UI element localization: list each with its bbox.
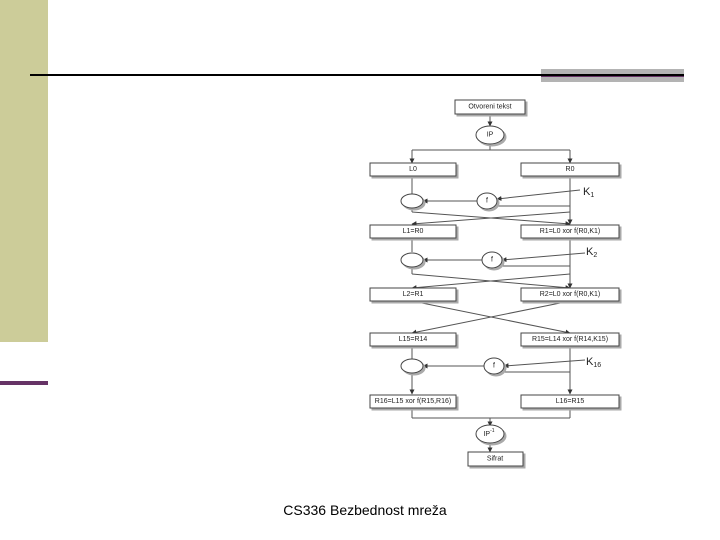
l0-label: L0: [409, 166, 417, 173]
key-2-label: K2: [586, 246, 597, 259]
l0-box: [369, 162, 457, 177]
l16-label: L16=R15: [556, 398, 585, 405]
f-node-16: [483, 357, 505, 375]
f-label-2: f: [491, 257, 493, 264]
ip-node: [475, 125, 505, 145]
r15-label: R15=L14 xor f(R14,K15): [532, 336, 608, 343]
l2-box: [369, 287, 457, 302]
key-16-label: K16: [586, 356, 601, 369]
r2-box: [520, 287, 620, 302]
r0-box: [520, 162, 620, 177]
f-label-16: f: [493, 363, 495, 370]
r0-label: R0: [566, 166, 575, 173]
xor-node-2: [400, 252, 424, 268]
xor-node-1: [400, 193, 424, 209]
des-flowchart: Otvoreni tekst IP L0 R0 f L1=R0 R1=L0 xo…: [369, 99, 620, 467]
footer-text: CS336 Bezbednost mreža: [283, 502, 447, 518]
ciphertext-box: [467, 451, 524, 467]
l1-box: [369, 224, 457, 239]
l15-label: L15=R14: [399, 336, 428, 343]
l2-label: L2=R1: [403, 291, 424, 298]
ciphertext-label: Sifrat: [487, 456, 503, 463]
l15-box: [369, 332, 457, 347]
r2-label: R2=L0 xor f(R0,K1): [540, 291, 601, 298]
plaintext-label: Otvoreni tekst: [468, 104, 511, 111]
plaintext-box: [454, 99, 526, 115]
l1-label: L1=R0: [403, 228, 424, 235]
f-node-2: [481, 251, 503, 269]
left-accent-bar: [0, 381, 48, 385]
r15-box: [520, 332, 620, 347]
r16-label: R16=L15 xor f(R15,R16): [375, 398, 451, 405]
l16-box: [520, 394, 620, 409]
r16-box: [369, 394, 457, 409]
title-rule: [30, 74, 684, 76]
f-node-1: [476, 192, 498, 210]
key-1-label: K1: [583, 186, 594, 199]
left-decor-bar: [0, 0, 48, 342]
ip-inverse-node: [475, 424, 505, 444]
ip-label: IP: [487, 132, 494, 139]
ip-inverse-label: IP-1: [483, 428, 494, 438]
xor-node-16: [400, 358, 424, 374]
r1-box: [520, 224, 620, 239]
f-label-1: f: [486, 198, 488, 205]
r1-label: R1=L0 xor f(R0,K1): [540, 228, 601, 235]
